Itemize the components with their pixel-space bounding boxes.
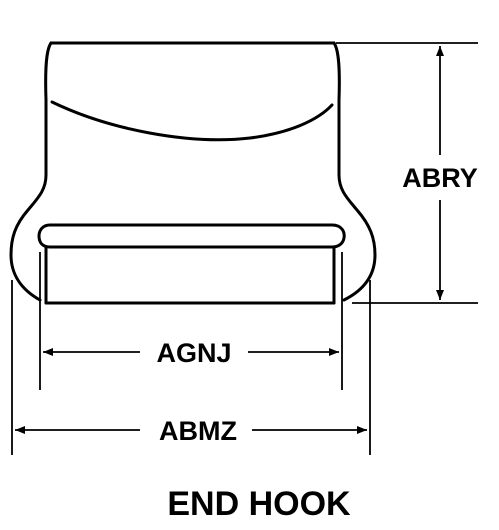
dimension-label-abry: ABRY [402,163,478,193]
diagram-title: END HOOK [167,485,351,523]
end-hook-part [9,41,377,305]
dimension-label-abmz: ABMZ [159,416,237,446]
dimension-label-agnj: AGNJ [156,338,231,368]
dimension-lines [11,42,478,455]
